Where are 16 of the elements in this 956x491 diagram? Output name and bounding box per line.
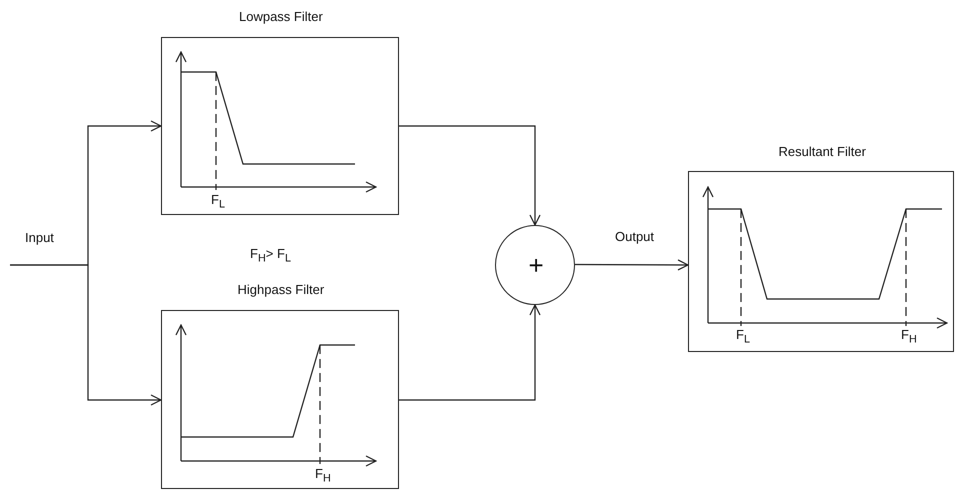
filter-title: Highpass Filter <box>238 283 324 296</box>
arrow <box>399 304 541 401</box>
frequency-label: F$_{H}$ <box>901 328 917 346</box>
plus-sign: + <box>528 252 544 278</box>
arrow <box>399 125 541 226</box>
filter-title: Resultant Filter <box>778 145 866 158</box>
condition-note: F$_{H}$> F$_{L}$ <box>250 247 291 264</box>
edge-label: Output <box>614 228 656 244</box>
frequency-label: F$_{L}$ <box>736 328 750 346</box>
arrow <box>575 259 689 271</box>
signal-label: Input <box>25 231 54 244</box>
frequency-label: F$_{H}$ <box>315 467 331 484</box>
filter-title: Lowpass Filter <box>239 10 323 23</box>
frequency-label: F$_{L}$ <box>211 193 225 210</box>
summing-junction-circle <box>495 225 575 305</box>
arrow <box>10 264 162 406</box>
